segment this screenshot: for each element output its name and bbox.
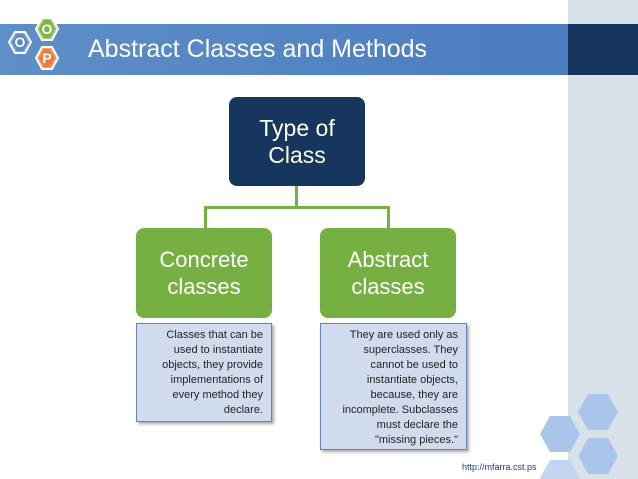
concrete-desc-line: Classes that can be — [166, 329, 263, 341]
connector-left-drop — [204, 206, 207, 228]
concrete-line-1: Concrete — [159, 247, 249, 272]
footer-url: http://mfarra.cst.ps — [462, 462, 537, 472]
abstract-desc-line: instantiate objects, — [366, 374, 458, 386]
oop-logo-icon: O O P — [7, 17, 60, 70]
root-node-type-of-class: Type of Class — [229, 97, 365, 186]
root-node-line-1: Type of — [259, 114, 335, 141]
abstract-line-2: classes — [351, 274, 425, 299]
concrete-desc-line: implementations of — [170, 374, 263, 386]
abstract-desc-line: They are used only as — [349, 329, 458, 341]
concrete-line-2: classes — [167, 274, 241, 299]
concrete-desc-line: every method they — [172, 389, 264, 401]
abstract-line-1: Abstract — [347, 247, 429, 272]
concrete-desc-line: declare. — [223, 404, 263, 416]
connector-right-drop — [387, 206, 390, 228]
decorative-hexagons-icon — [540, 394, 618, 479]
slide-title: Abstract Classes and Methods — [88, 35, 428, 63]
abstract-desc-line: because, they are — [370, 389, 458, 401]
concrete-desc-line: used to instantiate — [173, 344, 263, 356]
node-abstract-classes: Abstract classes — [320, 228, 456, 318]
abstract-desc-line: "missing pieces." — [374, 434, 458, 446]
abstract-desc-line: must declare the — [376, 419, 458, 431]
title-bar — [0, 24, 568, 75]
abstract-desc-line: cannot be used to — [370, 359, 458, 371]
connector-horizontal — [204, 206, 390, 209]
concrete-description-box: Classes that can be used to instantiate … — [136, 323, 272, 422]
title-bar-dark-end — [568, 24, 638, 75]
abstract-desc-line: incomplete. Subclasses — [342, 404, 458, 416]
abstract-description-box: They are used only as superclasses. They… — [320, 323, 467, 450]
concrete-desc-line: objects, they provide — [162, 359, 263, 371]
node-concrete-classes: Concrete classes — [136, 228, 272, 318]
connector-root-stem — [295, 186, 298, 208]
logo-letter-o1: O — [15, 34, 26, 50]
root-node-line-2: Class — [268, 141, 326, 168]
logo-letter-p: P — [42, 50, 51, 66]
logo-letter-o2: O — [42, 21, 53, 37]
abstract-desc-line: superclasses. They — [363, 344, 458, 356]
